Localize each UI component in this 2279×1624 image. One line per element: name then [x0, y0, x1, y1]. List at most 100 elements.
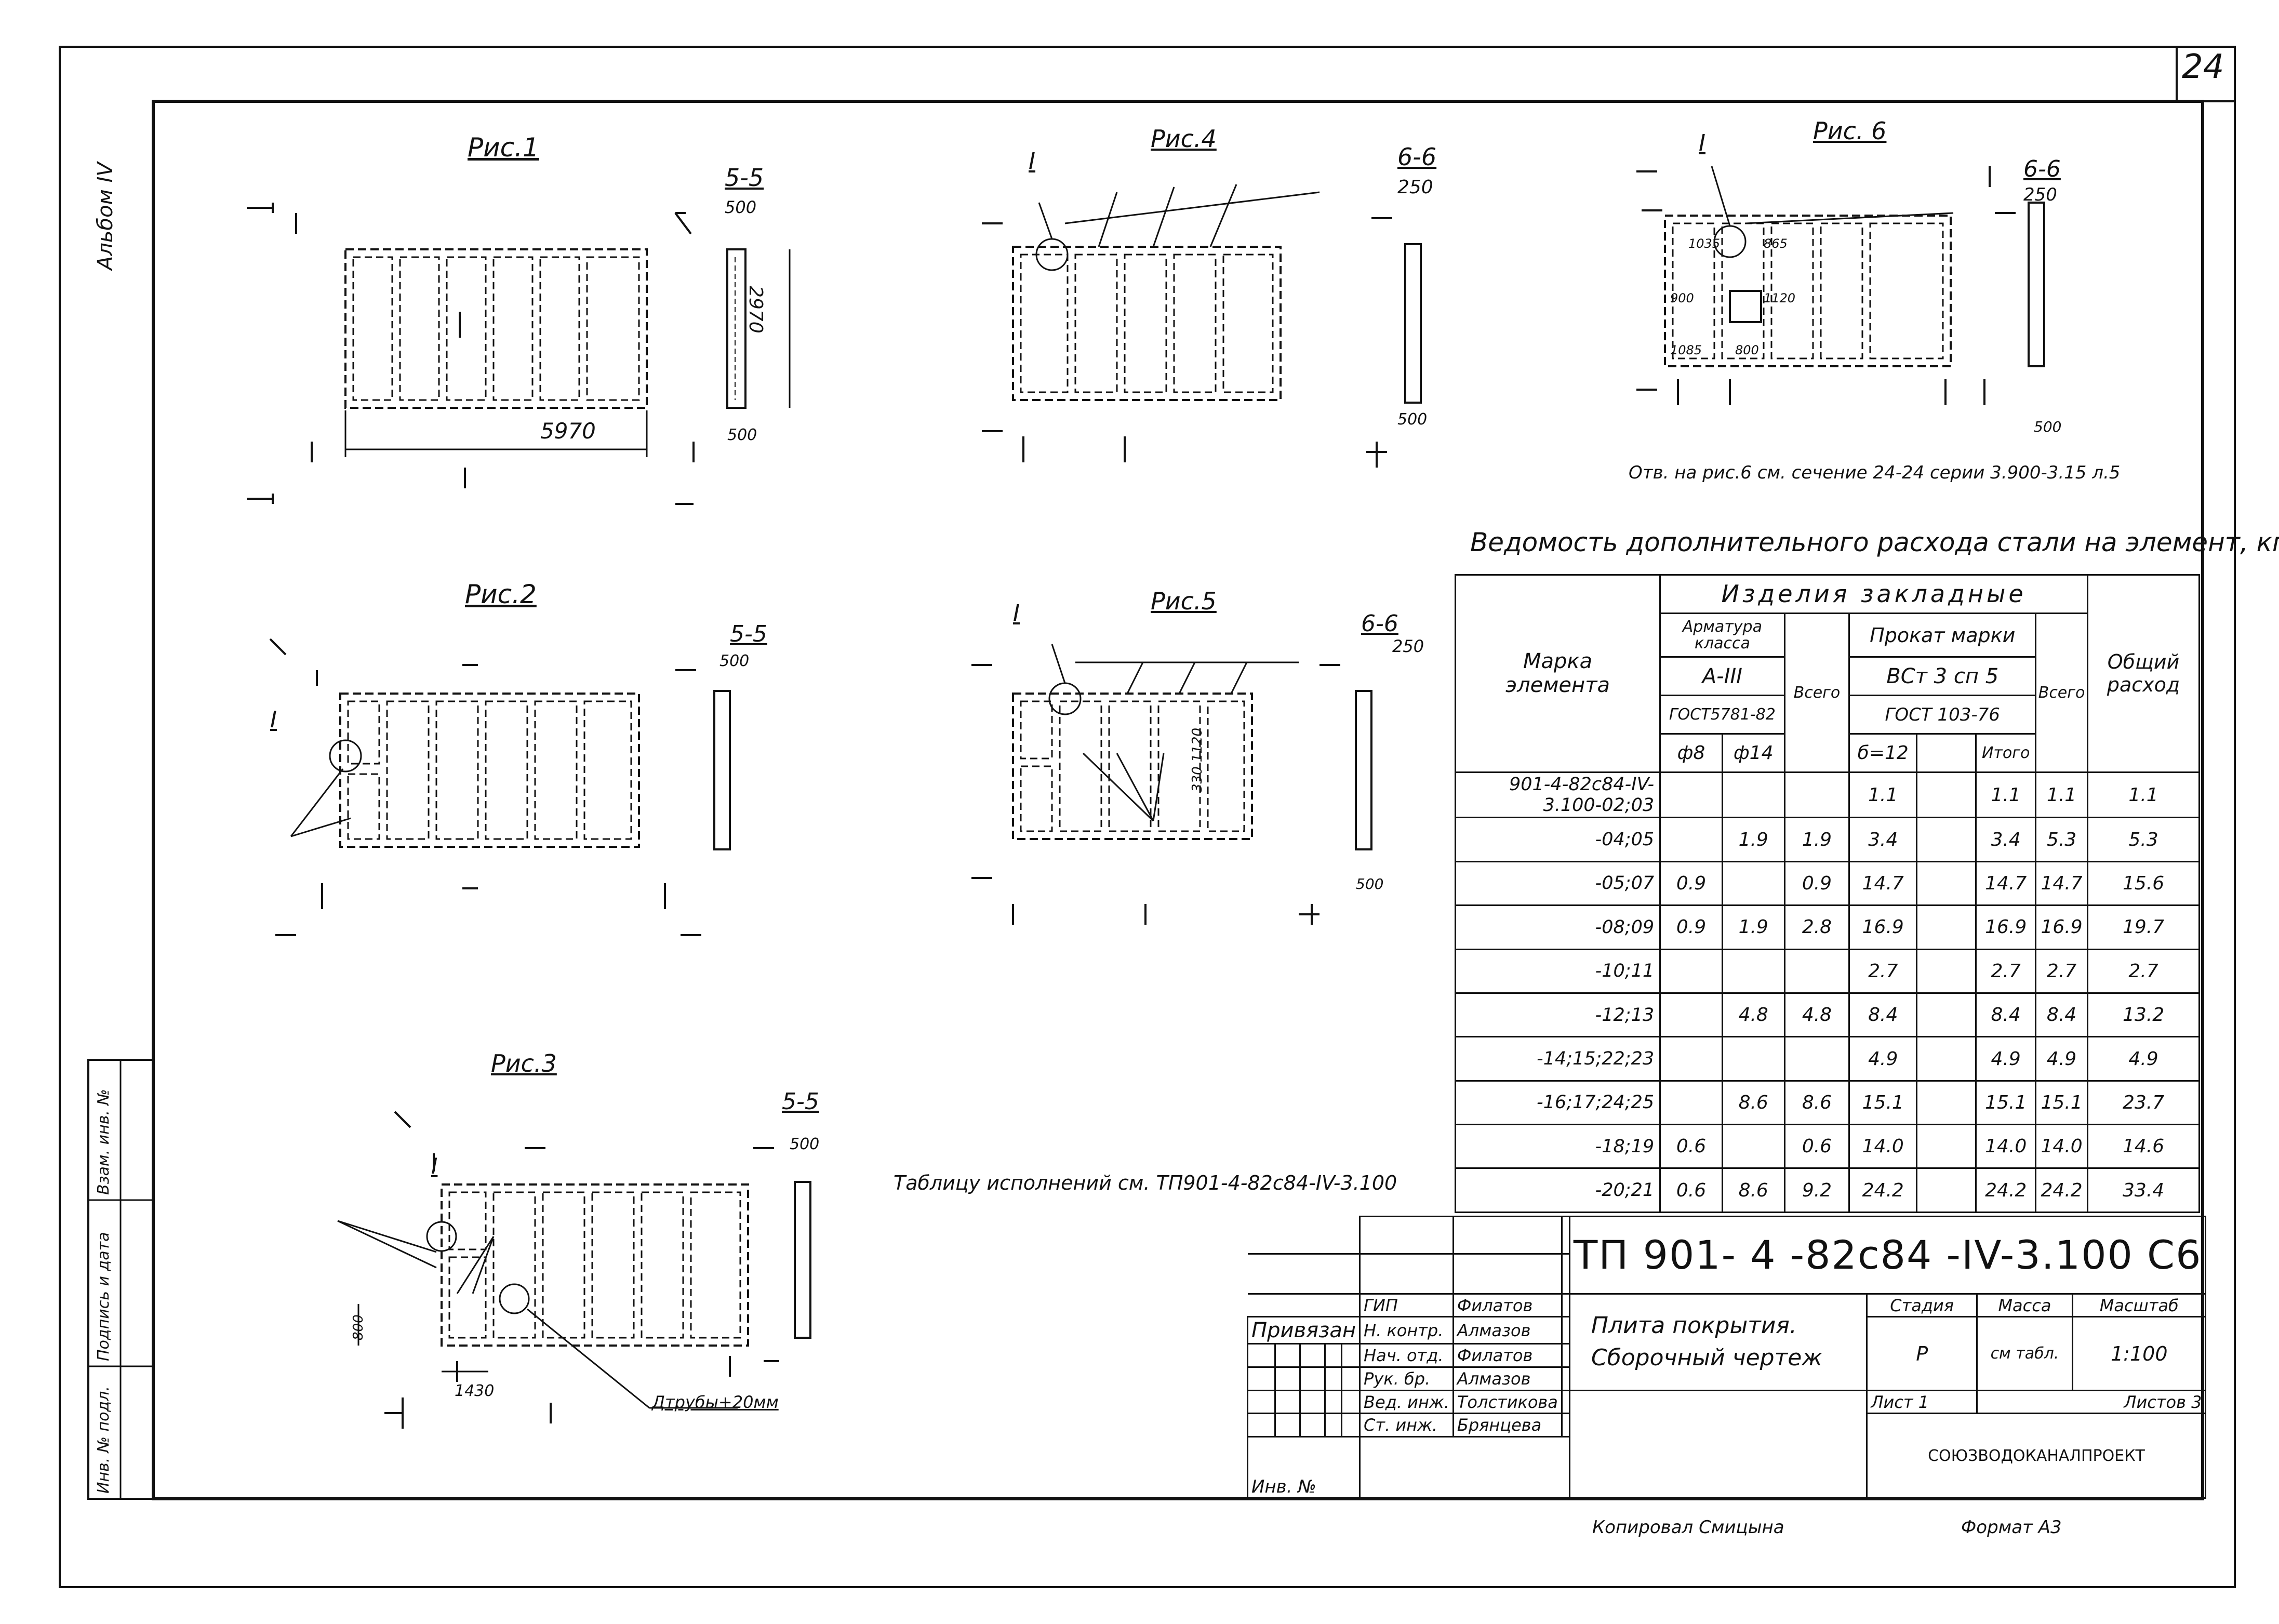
row-value: [1916, 1036, 1977, 1082]
mass-label: Масса: [1976, 1293, 2074, 1318]
fig3-dim-800: 800: [351, 1314, 366, 1340]
fig5-section-bottom: 500: [1356, 875, 1384, 893]
row-value: 0.9: [1783, 860, 1850, 907]
staff-name-3: Алмазов: [1452, 1366, 1563, 1391]
staff-sign-1: [1561, 1316, 1570, 1345]
row-value: 0.9: [1659, 860, 1723, 907]
fig5-section-label: 6-6: [1361, 610, 1398, 637]
row-value: 8.6: [1721, 1167, 1785, 1213]
fig6-dim-1: 1035: [1688, 236, 1721, 251]
row-value: 0.6: [1659, 1167, 1723, 1213]
row-value: 24.2: [1848, 1167, 1918, 1213]
row-value: [1783, 1036, 1850, 1082]
row-value: 3.4: [1975, 817, 2037, 862]
doc-name-line2: Сборочный чертеж: [1591, 1345, 1822, 1372]
staff-name-2: Филатов: [1452, 1343, 1563, 1368]
row-value: [1916, 992, 1977, 1038]
row-value: [1659, 1036, 1723, 1082]
fig3-section-width: 500: [790, 1135, 820, 1153]
fig3-callout: I: [431, 1153, 438, 1179]
exec-table-note: Таблицу исполнений см. ТП901-4-82с84-IV-…: [894, 1172, 1397, 1194]
fig5-drawing: [971, 644, 1372, 925]
org-name: СОЮЗВОДОКАНАЛПРОЕКТ: [1866, 1413, 2207, 1499]
fig6-dim-4: 800: [1735, 343, 1759, 357]
fig4-drawing: [982, 184, 1422, 468]
row-value: 14.0: [1975, 1124, 2037, 1169]
row-value: [1659, 771, 1723, 819]
row-value: 16.9: [1975, 904, 2037, 950]
row-value: 1.9: [1783, 817, 1850, 862]
fig1-dim-width: 2970: [745, 286, 766, 334]
th-subtotal: Итого: [1975, 733, 2037, 773]
row-value: 3.4: [1848, 817, 1918, 862]
row-value: 1.9: [1721, 817, 1785, 862]
row-value: 9.2: [1783, 1167, 1850, 1213]
row-mark: -08;09: [1454, 904, 1661, 950]
row-value: [1721, 1036, 1785, 1082]
row-value: 33.4: [2087, 1167, 2200, 1213]
scale-value: 1:100: [2072, 1316, 2207, 1391]
fig4-callout: I: [1029, 148, 1035, 175]
mass-value: см табл.: [1976, 1316, 2074, 1391]
staff-sign-4: [1561, 1389, 1570, 1415]
fig6-section-label: 6-6: [2023, 156, 2061, 182]
row-value: 1.1: [2035, 771, 2089, 819]
row-value: 2.7: [1848, 948, 1918, 994]
row-value: 15.1: [1975, 1080, 2037, 1126]
row-value: 4.9: [2087, 1036, 2200, 1082]
fig5-title: Рис.5: [1151, 587, 1217, 615]
row-value: 16.9: [2035, 904, 2089, 950]
fig5-dim: 330 1120: [1190, 727, 1205, 792]
fig6-drawing: [1636, 166, 2045, 405]
album-label: Альбом IV: [94, 162, 117, 270]
row-value: 16.9: [1848, 904, 1918, 950]
row-value: 19.7: [2087, 904, 2200, 950]
staff-name-0: Филатов: [1452, 1293, 1563, 1318]
th-embedded: Изделия закладные: [1659, 574, 2089, 614]
fig3-dim-1430: 1430: [455, 1382, 495, 1400]
fig3-hole-note: Дтрубы+20мм: [652, 1392, 779, 1412]
fig1-section-width: 500: [725, 197, 757, 217]
th-delta: б=12: [1848, 733, 1918, 773]
row-value: 2.7: [1975, 948, 2037, 994]
fig4-section-width: 250: [1397, 177, 1433, 198]
sheets-total: Листов 3: [1976, 1389, 2207, 1415]
staff-sign-5: [1561, 1413, 1570, 1437]
row-value: [1721, 771, 1785, 819]
row-value: [1783, 771, 1850, 819]
stage-value: Р: [1866, 1316, 1978, 1391]
attached-label: Привязан: [1246, 1316, 1361, 1345]
th-rolled: Прокат марки: [1848, 612, 2037, 658]
fig6-dim-2: 900: [1670, 291, 1694, 305]
row-value: 1.9: [1721, 904, 1785, 950]
fig6-title: Рис. 6: [1813, 117, 1887, 145]
row-value: 4.9: [1848, 1036, 1918, 1082]
doc-name-line1: Плита покрытия.: [1591, 1312, 1797, 1339]
sheet-no: Лист 1: [1866, 1389, 1978, 1415]
row-value: 2.8: [1783, 904, 1850, 950]
fig5-callout: I: [1013, 600, 1020, 627]
row-value: 15.1: [2035, 1080, 2089, 1126]
fig1-dim-length: 5970: [540, 418, 596, 444]
fig4-section-bottom: 500: [1397, 410, 1428, 429]
fig1-drawing: [247, 203, 791, 505]
row-value: [1721, 860, 1785, 907]
row-value: [1659, 817, 1723, 862]
fig2-section-width: 500: [719, 652, 750, 670]
row-value: 1.1: [2087, 771, 2200, 819]
row-value: 14.0: [2035, 1124, 2089, 1169]
staff-role-2: Нач. отд.: [1359, 1343, 1454, 1368]
row-value: 0.9: [1659, 904, 1723, 950]
row-value: 0.6: [1783, 1124, 1850, 1169]
staff-role-4: Вед. инж.: [1359, 1389, 1454, 1415]
th-overall: Общий расход: [2087, 574, 2200, 773]
th-empty: [1916, 733, 1977, 773]
staff-role-1: Н. контр.: [1359, 1316, 1454, 1345]
row-value: [1659, 948, 1723, 994]
row-value: 8.6: [1721, 1080, 1785, 1126]
fig2-callout: I: [270, 707, 277, 733]
